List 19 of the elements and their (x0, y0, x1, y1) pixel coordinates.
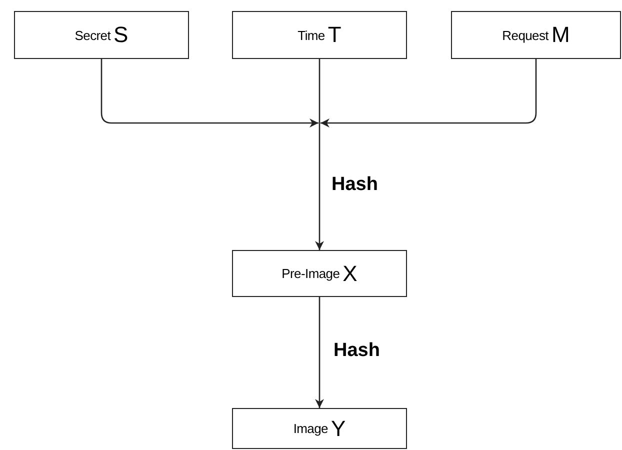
arrow (315, 123, 324, 250)
arrow (315, 297, 324, 408)
variable-symbol: Y (330, 416, 346, 442)
box-label: Image (293, 421, 328, 436)
process-box (232, 250, 407, 297)
variable-symbol: T (328, 22, 342, 48)
arrow (320, 59, 537, 128)
arrow (100, 59, 318, 128)
variable-symbol: S (114, 22, 128, 48)
variable-symbol: M (552, 22, 570, 48)
box-label: Secret (74, 28, 111, 42)
process-box (232, 408, 407, 449)
process-box (232, 11, 407, 59)
box-label: Time (298, 28, 325, 42)
box-label: Pre-Image (282, 266, 340, 281)
process-box (14, 11, 189, 59)
process-box (451, 11, 621, 59)
variable-symbol: X (342, 260, 358, 286)
box-label: Request (502, 28, 548, 42)
